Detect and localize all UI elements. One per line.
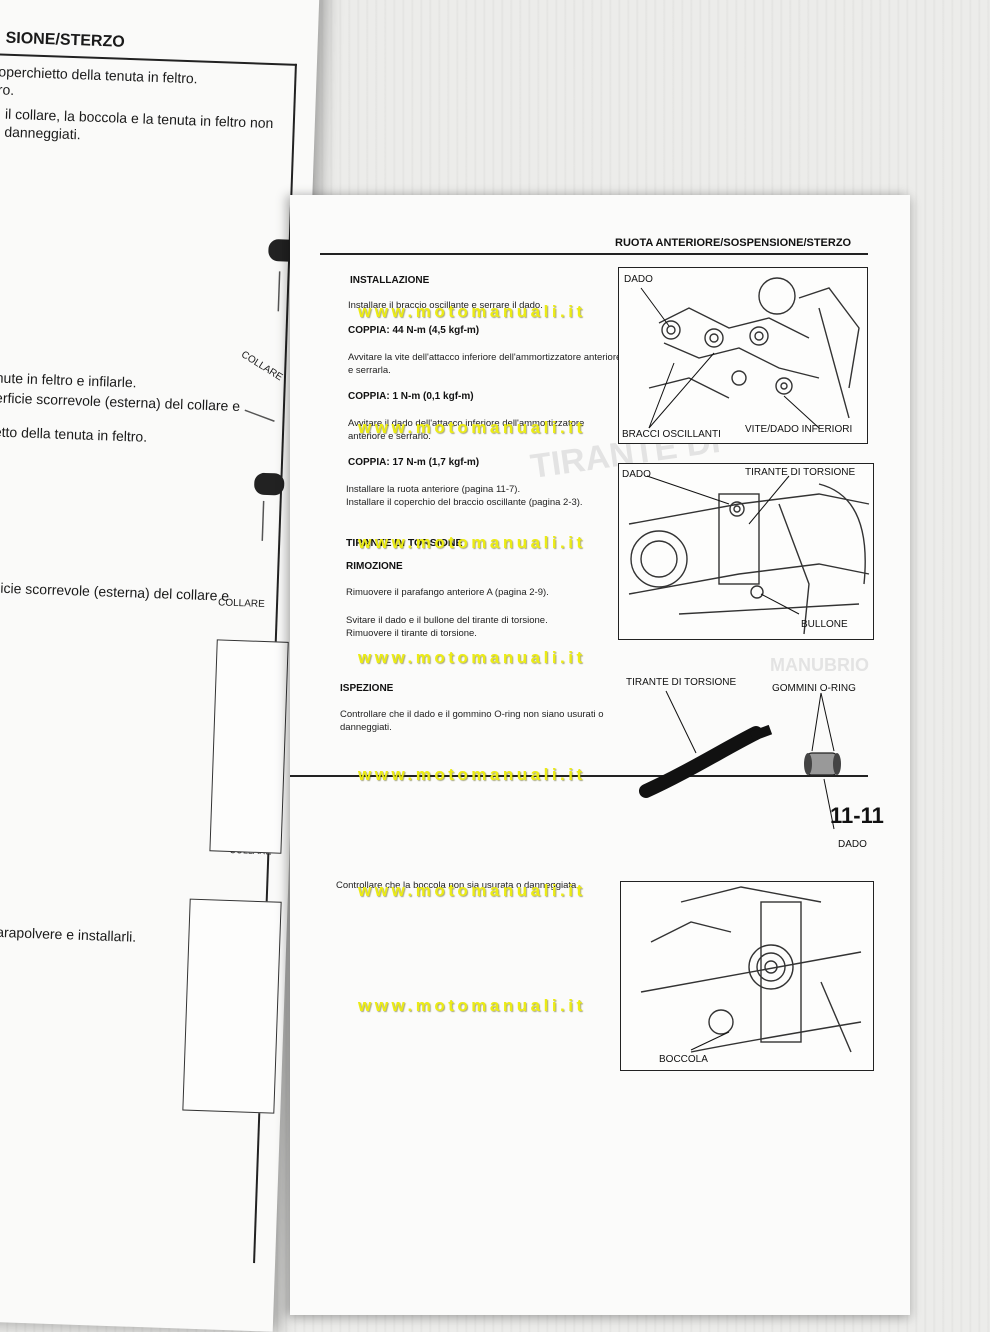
figure-label: DADO bbox=[624, 274, 653, 285]
page-number: 11-11 bbox=[830, 803, 884, 828]
torque-spec: COPPIA: 1 N-m (0,1 kgf-m) bbox=[348, 391, 474, 402]
body-text: Rimuovere il tirante di torsione. bbox=[346, 628, 477, 639]
figure-label: BULLONE bbox=[801, 619, 848, 630]
watermark-text: www.motomanuali.it bbox=[358, 765, 586, 784]
body-text: Installare il braccio oscillante e serra… bbox=[348, 300, 543, 311]
figure-label: GOMMINI O-RING bbox=[772, 683, 856, 694]
watermark-text: www.motomanuali.it bbox=[358, 533, 586, 552]
figure-bushing: BOCCOLA bbox=[620, 881, 874, 1071]
figure-label: TIRANTE DI TORSIONE bbox=[626, 677, 737, 688]
watermark-text: www.motomanuali.it bbox=[358, 996, 586, 1015]
watermark-text: www.motomanuali.it bbox=[358, 881, 586, 900]
body-text: Installare il coperchio del braccio osci… bbox=[346, 497, 583, 508]
torque-spec: COPPIA: 44 N-m (4,5 kgf-m) bbox=[348, 325, 480, 336]
left-figure-frame bbox=[182, 898, 282, 1114]
figure-torque-rod: DADO TIRANTE DI TORSIONE BULLONE bbox=[618, 463, 874, 640]
watermark-text: www.motomanuali.it bbox=[358, 418, 586, 437]
figure-label: VITE/DADO INFERIORI bbox=[745, 424, 853, 435]
body-text: Avvitare la vite dell'attacco inferiore … bbox=[348, 352, 622, 376]
section-title: RIMOZIONE bbox=[346, 561, 403, 572]
right-page: TIRANTE DI MANUBRIO RUOTA ANTERIORE/SOSP… bbox=[290, 195, 910, 1315]
torque-spec: COPPIA: 17 N-m (1,7 kgf-m) bbox=[348, 457, 480, 468]
figure-label: TIRANTE DI TORSIONE bbox=[745, 467, 856, 478]
section-title: ISPEZIONE bbox=[340, 683, 394, 694]
body-text: Rimuovere il parafango anteriore A (pagi… bbox=[346, 587, 549, 598]
collar-part-icon bbox=[254, 472, 285, 496]
left-page: SIONE/STERZO operchietto della tenuta in… bbox=[0, 0, 320, 1332]
body-text: Svitare il dado e il bullone del tirante… bbox=[346, 615, 548, 626]
figure-label: DADO bbox=[838, 839, 867, 850]
body-text: Controllare che la boccola non sia usura… bbox=[336, 880, 579, 891]
watermark-text: www.motomanuali.it bbox=[358, 648, 586, 667]
figure-torque-rod-parts: TIRANTE DI TORSIONE GOMMINI O-RING DADO bbox=[626, 673, 867, 853]
body-text: Avvitare il dado dell'attacco inferiore … bbox=[348, 418, 585, 442]
body-text: Controllare che il dado e il gommino O-r… bbox=[340, 709, 604, 733]
body-text: Installare la ruota anteriore (pagina 11… bbox=[346, 484, 521, 495]
page-header: RUOTA ANTERIORE/SOSPENSIONE/STERZO bbox=[615, 237, 852, 249]
figure-label: BRACCI OSCILLANTI bbox=[622, 429, 721, 440]
column-rule bbox=[290, 775, 868, 777]
figure-label: BOCCOLA bbox=[659, 1054, 708, 1065]
figure-swingarms: DADO BRACCI OSCILLANTI VITE/DADO INFERIO… bbox=[618, 267, 868, 444]
section-title: INSTALLAZIONE bbox=[350, 275, 430, 286]
left-figure-frame bbox=[209, 639, 289, 854]
watermark-text: www.motomanuali.it bbox=[358, 302, 586, 321]
header-rule bbox=[320, 253, 868, 255]
figure-label: DADO bbox=[622, 469, 651, 480]
section-title: TIRANTE DI TORSIONE bbox=[346, 537, 463, 549]
